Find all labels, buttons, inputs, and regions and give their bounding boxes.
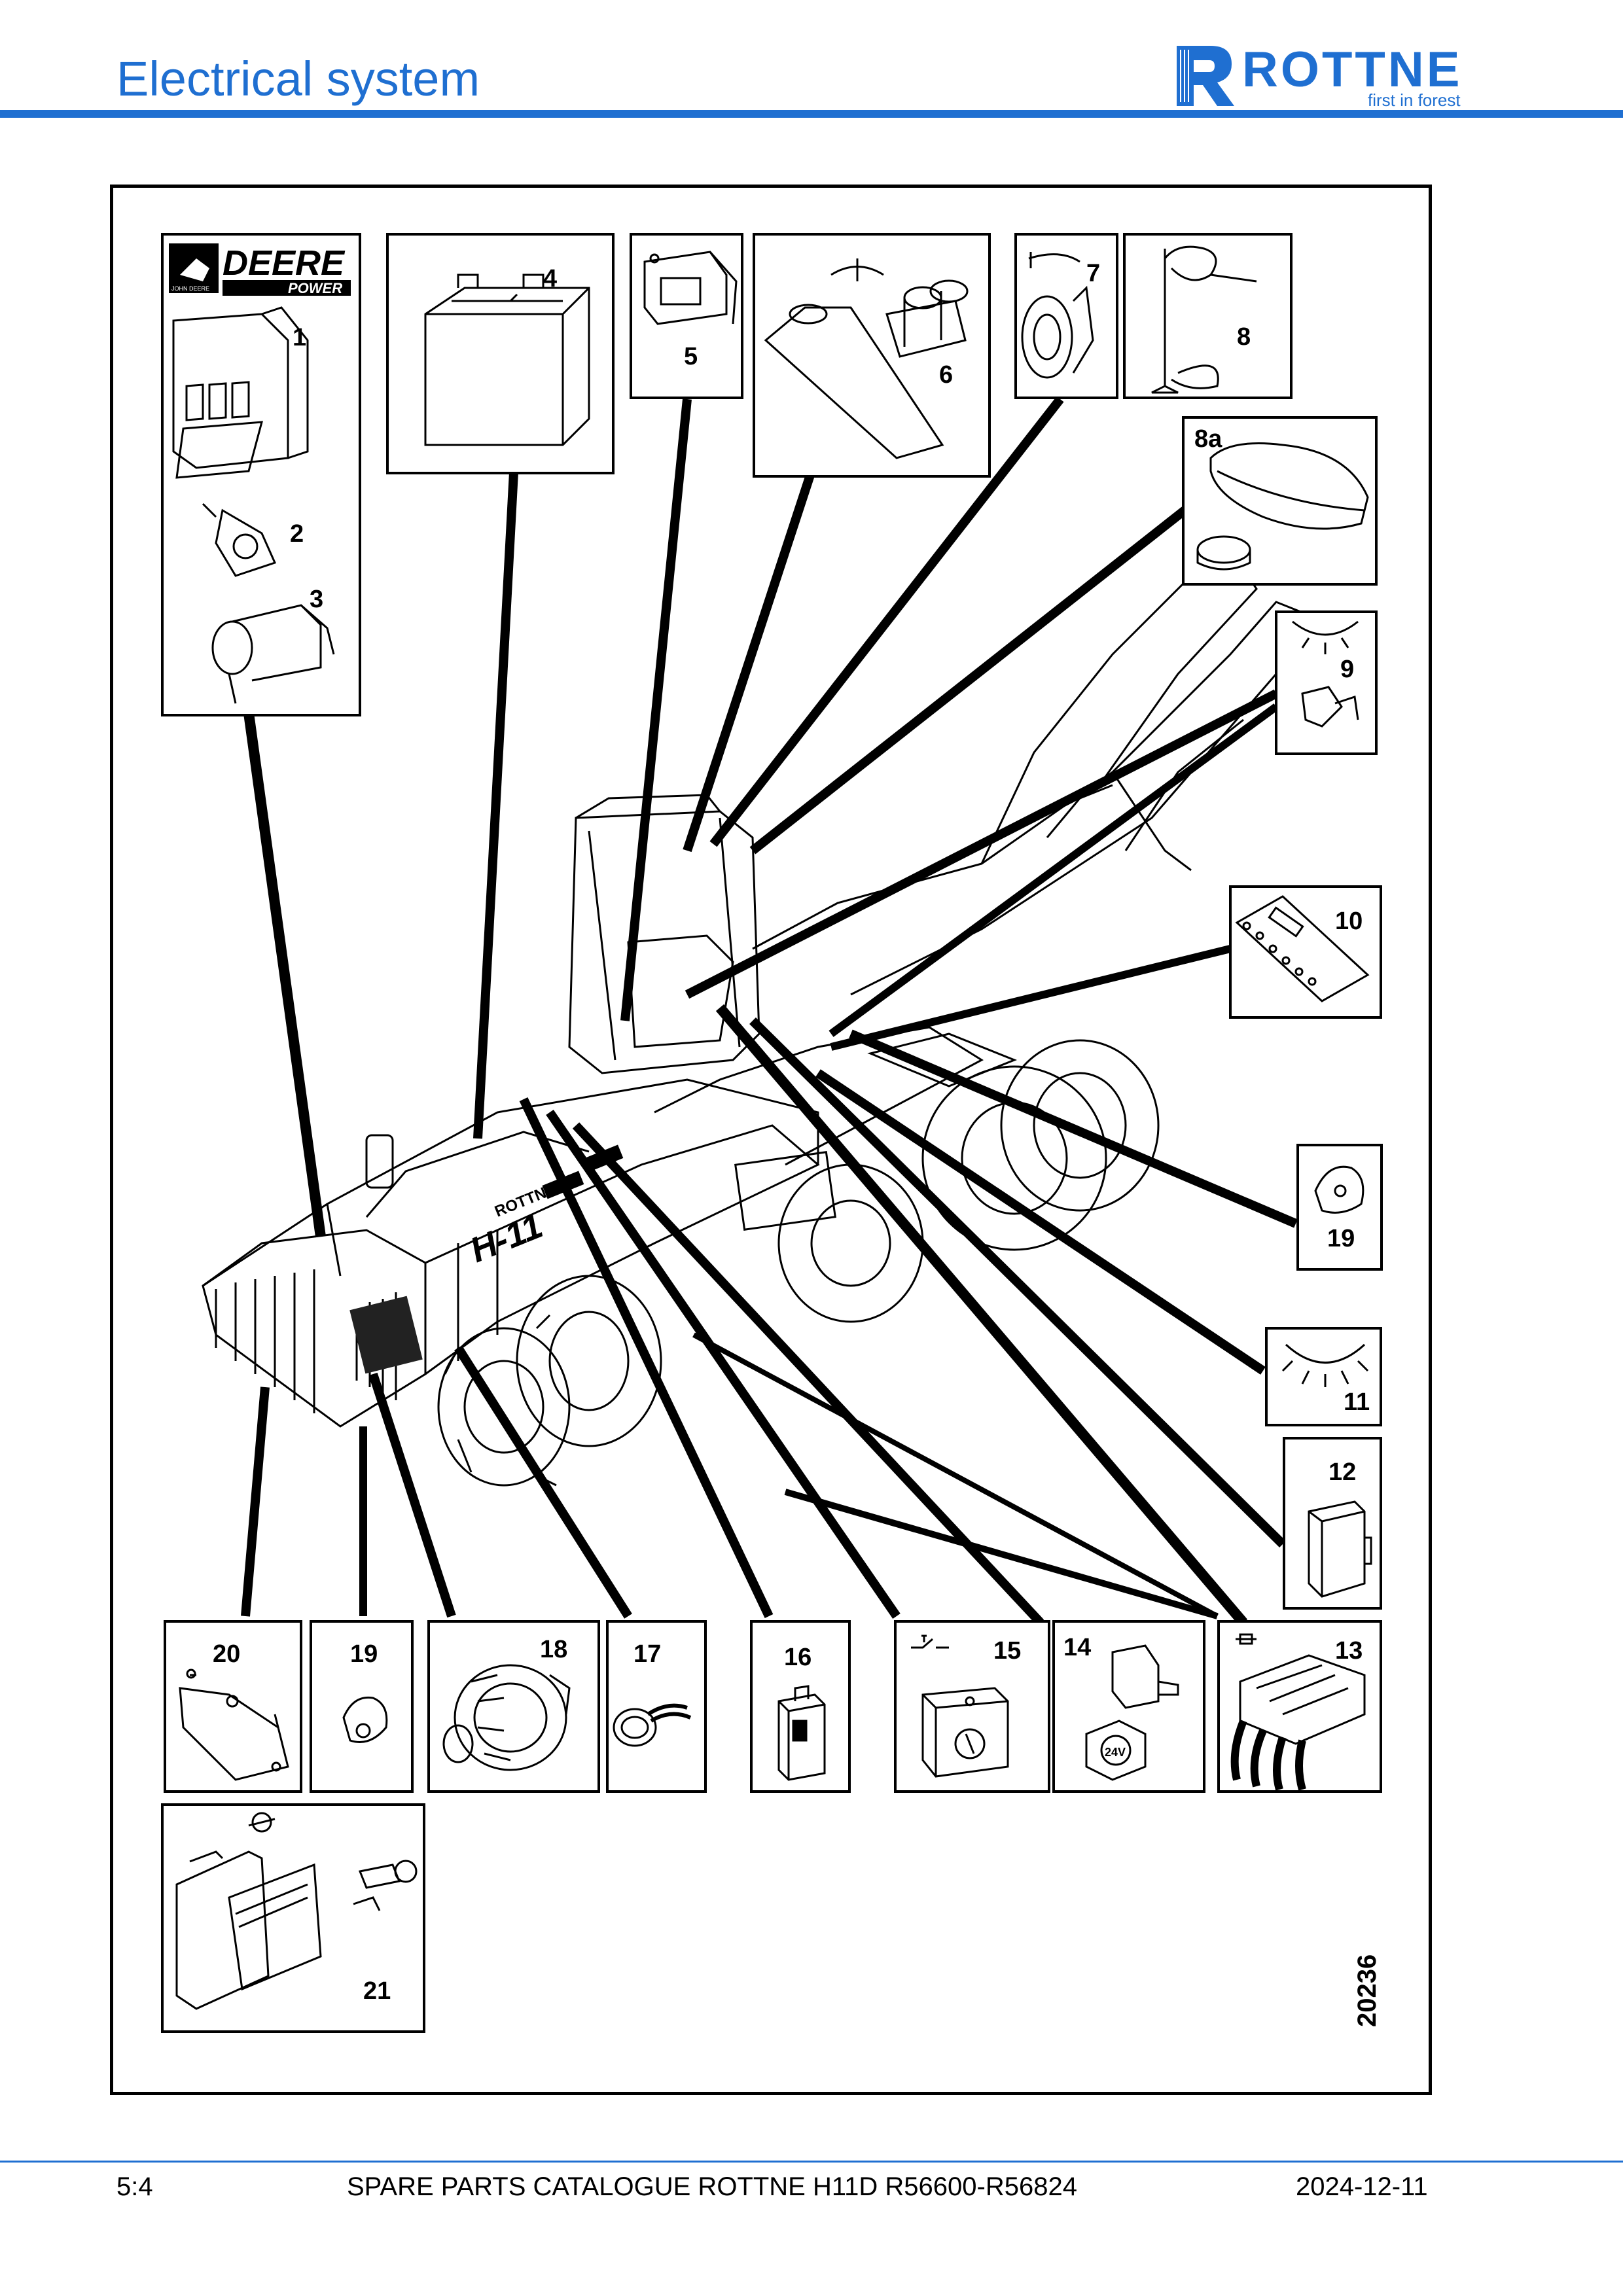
footer-rule — [0, 2161, 1623, 2163]
callout-8: 8 — [1237, 323, 1251, 351]
part-box-8: 8 — [1123, 233, 1293, 399]
part-box-17: 17 — [606, 1620, 707, 1793]
part-box-6: 6 — [753, 233, 991, 478]
gps-receiver-drawing — [1196, 442, 1369, 571]
callout-13: 13 — [1335, 1637, 1363, 1665]
front-grill — [349, 1296, 423, 1374]
deere-logo-sub: POWER — [288, 280, 342, 296]
control-box-21-drawing — [175, 1812, 418, 2010]
figure-frame — [110, 185, 1432, 2095]
module-drawing — [1308, 1500, 1372, 1598]
part-box-12: 12 — [1283, 1437, 1382, 1610]
main-switch-drawing — [911, 1634, 1009, 1778]
part-box-9: 9 — [1275, 610, 1378, 755]
part-box-19-right: 19 — [1296, 1144, 1383, 1271]
lamp-cap-19-bottom-drawing — [342, 1696, 388, 1743]
deere-small-text: JOHN DEERE — [171, 285, 209, 292]
callout-1: 1 — [293, 324, 306, 351]
part-box-18: 18 — [427, 1620, 600, 1793]
callout-16: 16 — [784, 1644, 812, 1671]
part-box-20: 20 — [164, 1620, 302, 1793]
rottne-logo: ROTTNE first in forest — [1177, 42, 1462, 110]
callout-9: 9 — [1340, 656, 1354, 683]
part-box-4: 4 — [386, 233, 615, 474]
callout-12: 12 — [1329, 1458, 1356, 1486]
part-box-11: 11 — [1265, 1327, 1382, 1426]
machine-decals: H-11 ROTTNE — [349, 1144, 624, 1374]
lamp-cap-19-right-drawing — [1314, 1165, 1364, 1214]
deere-logo-text: DEERE — [223, 243, 346, 283]
callout-15: 15 — [993, 1637, 1021, 1665]
control-panel-drawing — [1235, 895, 1370, 1002]
callout-19-bottom: 19 — [350, 1640, 378, 1668]
battery-drawing — [424, 274, 590, 446]
footer-page-number: 5:4 — [116, 2172, 153, 2201]
grommet-drawing — [613, 1703, 692, 1747]
callout-6: 6 — [939, 361, 953, 389]
alternator-drawing — [442, 1664, 571, 1771]
footer-catalogue-title: SPARE PARTS CATALOGUE ROTTNE H11D R56600… — [347, 2172, 1077, 2201]
part-box-8a: 8a — [1182, 416, 1378, 586]
callout-5: 5 — [684, 343, 698, 370]
callout-14: 14 — [1063, 1634, 1091, 1661]
rottne-brand: ROTTNE — [1242, 42, 1462, 97]
rottne-tagline: first in forest — [1368, 90, 1461, 110]
part-box-14: 24V 14 — [1052, 1620, 1205, 1793]
drawing-number: 20236 — [1353, 1954, 1382, 2027]
horn-drawing — [1021, 252, 1094, 379]
part-box-21: 21 — [161, 1803, 425, 2033]
part-box-7: 7 — [1014, 233, 1118, 399]
callout-4: 4 — [543, 265, 557, 292]
rottne-logo-mark — [1177, 46, 1234, 106]
callout-3: 3 — [310, 586, 323, 613]
footer-date: 2024-12-11 — [1296, 2172, 1428, 2201]
deere-logo: JOHN DEERE DEERE POWER — [169, 243, 351, 296]
work-light-9-drawing — [1292, 620, 1359, 728]
callout-2: 2 — [290, 520, 304, 548]
cover-plate-20-drawing — [179, 1669, 289, 1781]
callout-7: 7 — [1086, 260, 1100, 287]
part-box-19-bottom: 19 — [310, 1620, 414, 1793]
fuse-box-drawing — [1230, 1633, 1366, 1791]
callout-21: 21 — [363, 1977, 391, 2005]
part-box-1-3: JOHN DEERE DEERE POWER 1 2 3 — [161, 233, 361, 716]
relay-voltage-label: 24V — [1105, 1746, 1126, 1759]
part-box-16: 16 — [750, 1620, 851, 1793]
display-drawing — [643, 251, 738, 325]
ecu-unit-drawing — [172, 306, 309, 479]
page-title: Electrical system — [116, 52, 480, 106]
part-box-15: 15 — [894, 1620, 1050, 1793]
work-light-11-drawing — [1281, 1343, 1369, 1387]
callout-18: 18 — [540, 1636, 567, 1663]
relay-socket-drawing — [1085, 1644, 1179, 1781]
callout-8a: 8a — [1194, 425, 1222, 453]
part-box-10: 10 — [1229, 885, 1382, 1019]
antenna-drawing — [1151, 245, 1257, 394]
switch-16-drawing — [777, 1685, 826, 1781]
callout-11: 11 — [1344, 1388, 1370, 1416]
header-rule — [0, 110, 1623, 118]
callout-20: 20 — [213, 1640, 240, 1668]
sensor-drawing — [202, 503, 277, 577]
part-box-13: 13 — [1217, 1620, 1382, 1793]
callout-10: 10 — [1335, 908, 1363, 935]
part-box-5: 5 — [630, 233, 743, 399]
leader-lines — [241, 396, 1298, 1627]
callout-17: 17 — [633, 1640, 661, 1668]
wiper-drawing — [764, 258, 969, 459]
callout-19-right: 19 — [1327, 1225, 1355, 1252]
starter-motor-drawing — [211, 604, 335, 704]
